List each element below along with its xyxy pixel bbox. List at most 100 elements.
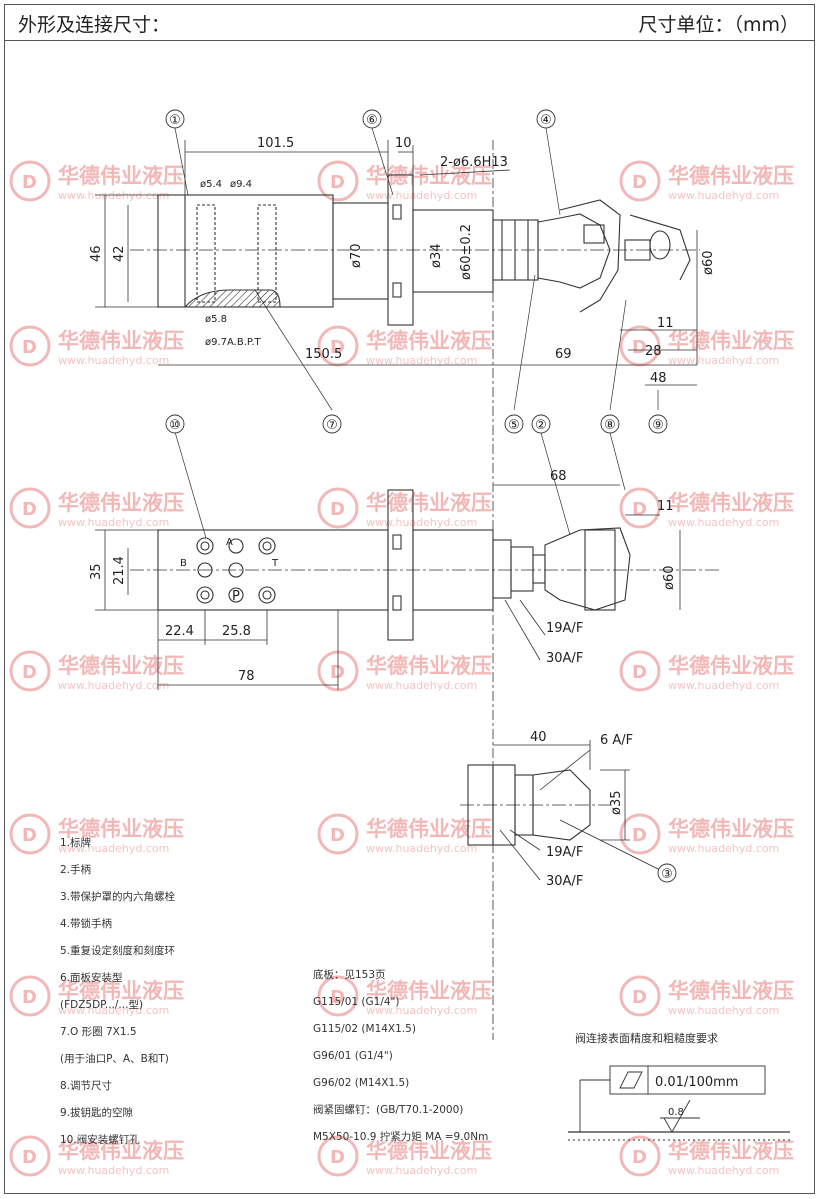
side-dimension-lines bbox=[95, 484, 681, 690]
port-p: P bbox=[232, 589, 240, 604]
left-item: 9.拔钥匙的空隙 bbox=[60, 1107, 134, 1119]
svg-text:www.huadehyd.com: www.huadehyd.com bbox=[58, 189, 169, 202]
port-t: T bbox=[271, 558, 279, 569]
svg-text:华德伟业液压: 华德伟业液压 bbox=[58, 1139, 184, 1163]
bottom-dimension-lines bbox=[493, 740, 661, 881]
svg-text:www.huadehyd.com: www.huadehyd.com bbox=[58, 516, 169, 529]
svg-text:华德伟业液压: 华德伟业液压 bbox=[366, 654, 492, 678]
svg-text:www.huadehyd.com: www.huadehyd.com bbox=[668, 354, 779, 367]
unit-label: 尺寸单位：（mm） bbox=[638, 14, 799, 36]
dim-68: 68 bbox=[550, 469, 567, 484]
callout-9: ⑨ bbox=[652, 418, 664, 433]
dim-40: 40 bbox=[530, 730, 547, 745]
svg-text:www.huadehyd.com: www.huadehyd.com bbox=[668, 1004, 779, 1017]
svg-text:华德伟业液压: 华德伟业液压 bbox=[668, 654, 794, 678]
dim-10: 10 bbox=[395, 136, 412, 151]
af-30b: 30A/F bbox=[546, 874, 583, 889]
dim-60-tol: ø60±0.2 bbox=[459, 224, 474, 280]
surface-roughness-symbol bbox=[568, 1065, 790, 1141]
roughness-ra: 0.8 bbox=[668, 1107, 684, 1118]
dim-34: ø34 bbox=[429, 244, 444, 269]
left-item: 5.重复设定刻度和刻度环 bbox=[60, 945, 176, 957]
right-item: 阀紧固螺钉：(GB/T70.1-2000) bbox=[313, 1104, 464, 1116]
svg-text:www.huadehyd.com: www.huadehyd.com bbox=[366, 189, 477, 202]
svg-text:www.huadehyd.com: www.huadehyd.com bbox=[366, 354, 477, 367]
callout-8: ⑧ bbox=[604, 418, 616, 433]
left-item: 3.带保护罩的内六角螺栓 bbox=[60, 891, 176, 903]
svg-text:华德伟业液压: 华德伟业液压 bbox=[58, 329, 184, 353]
header-bar: 外形及连接尺寸： 尺寸单位：（mm） bbox=[4, 4, 815, 41]
right-item: M5X50-10.9 拧紧力矩 MA =9.0Nm bbox=[313, 1131, 489, 1143]
af-19b: 19A/F bbox=[546, 845, 583, 860]
af-30: 30A/F bbox=[546, 651, 583, 666]
dim-48: 48 bbox=[650, 371, 667, 386]
dim-5-8: ø5.8 bbox=[205, 314, 227, 325]
callout-5: ⑤ bbox=[508, 418, 520, 433]
svg-text:华德伟业液压: 华德伟业液压 bbox=[366, 1139, 492, 1163]
port-b: B bbox=[180, 558, 187, 569]
svg-text:www.huadehyd.com: www.huadehyd.com bbox=[668, 842, 779, 855]
svg-text:华德伟业液压: 华德伟业液压 bbox=[668, 329, 794, 353]
callout-3: ③ bbox=[661, 867, 673, 882]
dim-78: 78 bbox=[238, 669, 255, 684]
left-item: 4.带锁手柄 bbox=[60, 918, 113, 930]
watermark-layer: 华德伟业液压www.huadehyd.com华德伟业液压www.huadehyd… bbox=[9, 160, 794, 1177]
right-item: 底板：见153页 bbox=[313, 969, 386, 981]
svg-text:华德伟业液压: 华德伟业液压 bbox=[58, 164, 184, 188]
callout-2: ② bbox=[535, 418, 547, 433]
top-dimension-lines bbox=[95, 140, 698, 386]
dim-42: 42 bbox=[112, 245, 127, 262]
port-a: A bbox=[226, 537, 233, 548]
svg-text:www.huadehyd.com: www.huadehyd.com bbox=[58, 354, 169, 367]
left-item: 1.标牌 bbox=[60, 837, 92, 849]
left-item: 6.面板安装型 bbox=[60, 972, 123, 984]
dim-35: 35 bbox=[89, 563, 104, 580]
dim-150-5: 150.5 bbox=[305, 347, 342, 362]
right-item: G115/02 (M14X1.5) bbox=[313, 1023, 416, 1035]
af-19: 19A/F bbox=[546, 621, 583, 636]
callout-10: ⑩ bbox=[169, 418, 181, 433]
callout-7: ⑦ bbox=[326, 418, 338, 433]
side-view bbox=[130, 489, 720, 641]
svg-text:华德伟业液压: 华德伟业液压 bbox=[668, 1139, 794, 1163]
svg-text:华德伟业液压: 华德伟业液压 bbox=[58, 654, 184, 678]
dim-60: ø60 bbox=[701, 251, 716, 276]
drawing-frame bbox=[4, 4, 815, 1194]
left-item: 8.调节尺寸 bbox=[60, 1080, 113, 1092]
bottom-view bbox=[460, 764, 610, 846]
dim-28: 28 bbox=[645, 344, 662, 359]
svg-text:华德伟业液压: 华德伟业液压 bbox=[366, 817, 492, 841]
svg-text:华德伟业液压: 华德伟业液压 bbox=[58, 817, 184, 841]
dim-hole: 2-ø6.6H13 bbox=[440, 155, 508, 170]
dimension-labels: 101.5 10 2-ø6.6H13 46 42 ø5.4 ø9.4 ø5.8 … bbox=[89, 136, 716, 889]
dim-21-4: 21.4 bbox=[112, 556, 127, 585]
svg-text:华德伟业液压: 华德伟业液压 bbox=[58, 979, 184, 1003]
dim-35b: ø35 bbox=[609, 791, 624, 816]
dim-70: ø70 bbox=[349, 244, 364, 269]
dim-69: 69 bbox=[555, 347, 572, 362]
callout-4: ④ bbox=[540, 113, 552, 128]
callouts: ① ② ③ ④ ⑤ ⑥ ⑦ ⑧ ⑨ ⑩ bbox=[165, 109, 677, 883]
svg-text:华德伟业液压: 华德伟业液压 bbox=[668, 979, 794, 1003]
svg-text:www.huadehyd.com: www.huadehyd.com bbox=[366, 1004, 477, 1017]
af-6: 6 A/F bbox=[600, 733, 633, 748]
callout-1: ① bbox=[169, 113, 181, 128]
left-item: 10.阀安装螺钉孔 bbox=[60, 1134, 140, 1146]
flatness-value: 0.01/100mm bbox=[655, 1075, 738, 1090]
svg-text:华德伟业液压: 华德伟业液压 bbox=[668, 817, 794, 841]
